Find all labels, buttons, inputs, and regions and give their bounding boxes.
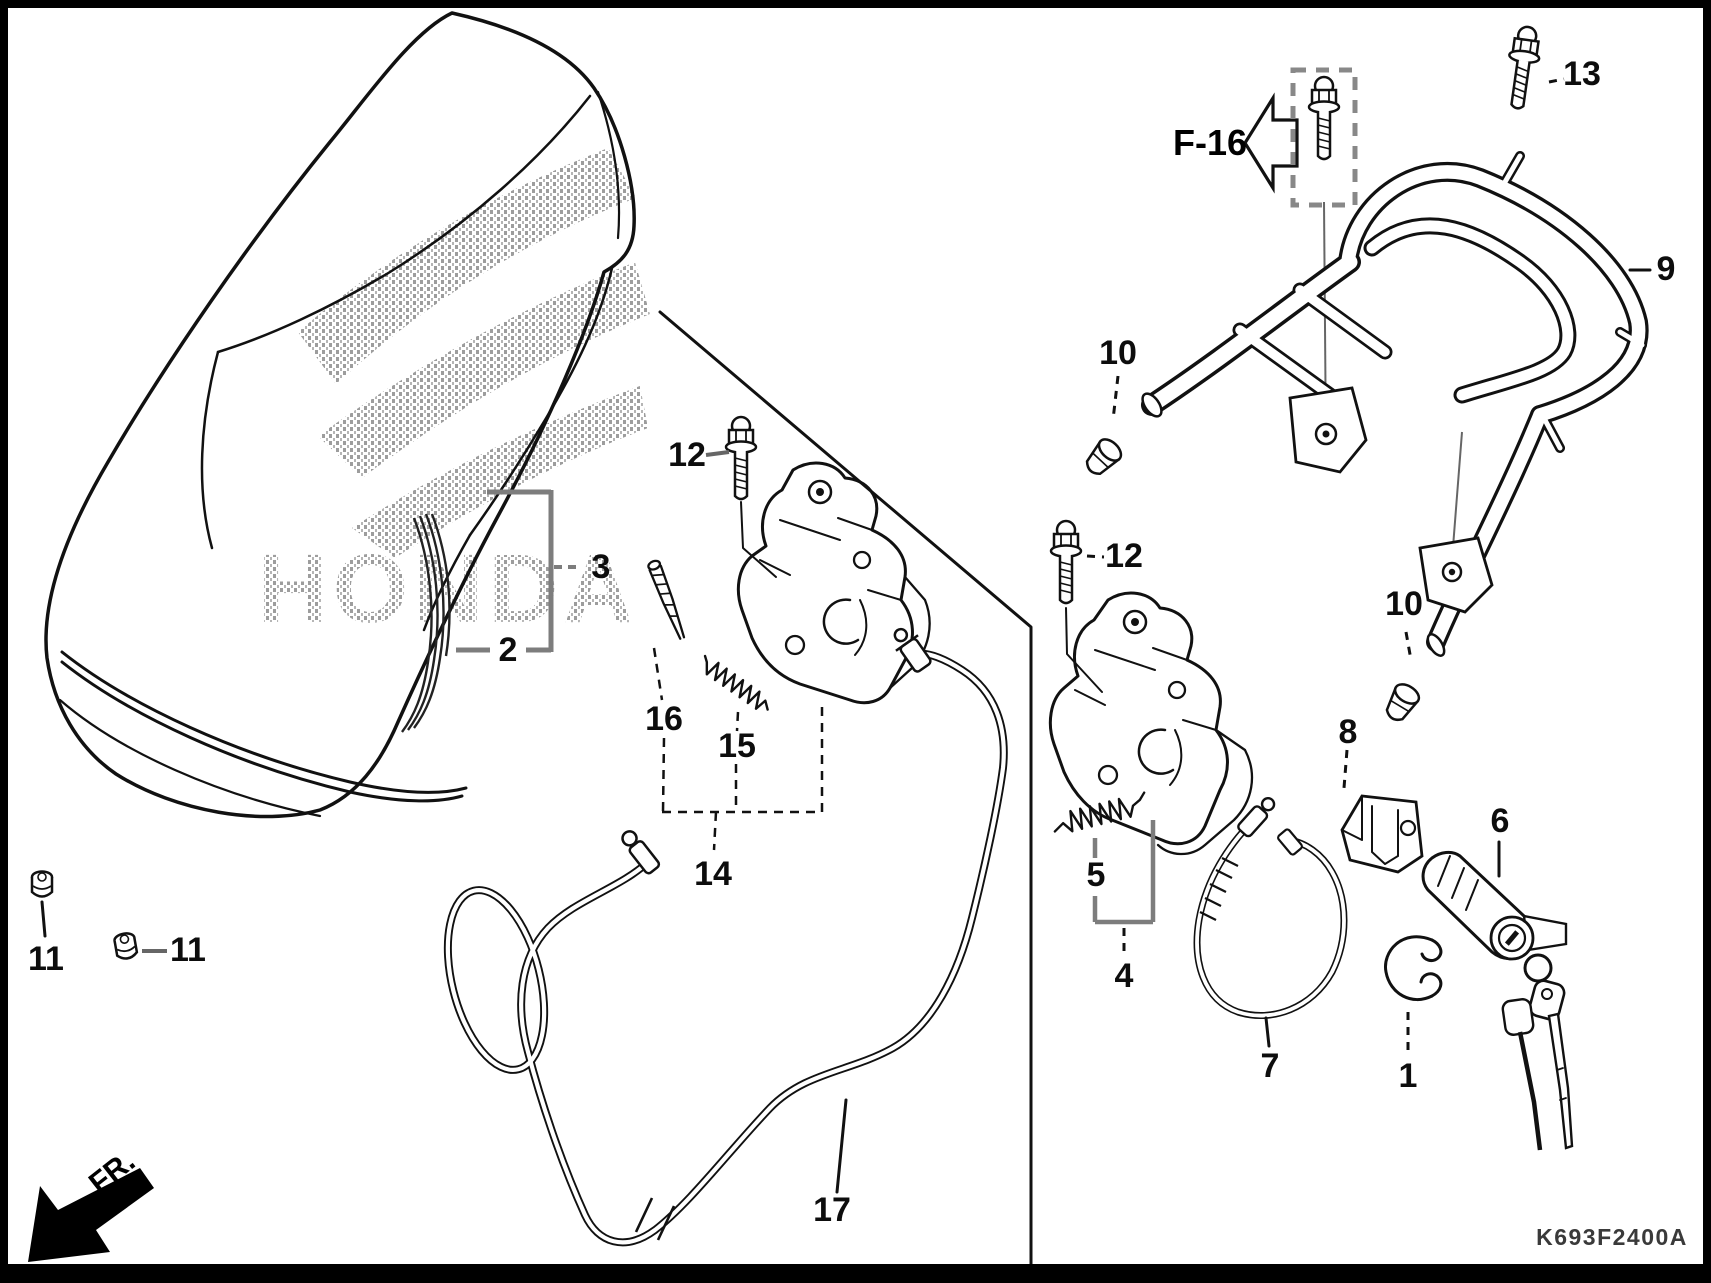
part-label-13: 13 [1563, 55, 1601, 93]
part-label-2: 2 [499, 631, 518, 669]
cable-end-front [621, 830, 661, 875]
pipe-cap-1 [1079, 434, 1127, 481]
pipe-cap-2 [1379, 679, 1424, 727]
key-ring [1523, 953, 1553, 983]
cable-guide-bracket [1340, 794, 1424, 874]
section-ref-label: F-16 [1173, 122, 1247, 163]
seat-lock-cable [443, 627, 1008, 1247]
part-label-12-right: 12 [1105, 537, 1143, 575]
part-label-3: 3 [592, 548, 611, 586]
part-label-10b: 10 [1385, 585, 1423, 623]
bracket-14 [652, 647, 824, 851]
key-2 [1501, 998, 1543, 1151]
f16-arrow-icon [1243, 92, 1299, 194]
seat-trim-molding [58, 513, 468, 818]
page-border-bottom [0, 1264, 1711, 1283]
part-label-6: 6 [1491, 802, 1510, 840]
part-label-8: 8 [1339, 713, 1358, 751]
part-label-14: 14 [694, 855, 732, 893]
part-label-1: 1 [1399, 1057, 1418, 1095]
seat-bumper-2 [112, 930, 139, 962]
cable7-end-a [1237, 796, 1276, 838]
part-label-10a: 10 [1099, 334, 1137, 372]
part-label-9: 9 [1657, 250, 1676, 288]
latch-spring-right [1053, 791, 1146, 833]
part-label-15: 15 [718, 727, 756, 765]
rack-bolt [1500, 23, 1545, 112]
leader-lines [40, 77, 1652, 1194]
bracket-2-3 [456, 489, 581, 653]
part-label-16: 16 [645, 700, 683, 738]
seat-latch-assembly-right [1048, 591, 1254, 856]
lock-clip [1384, 935, 1443, 1002]
rack-mount-plate-upper [1288, 386, 1368, 474]
part-label-17: 17 [813, 1191, 851, 1229]
watermark-text: HONDA [258, 534, 639, 643]
part-label-4: 4 [1115, 957, 1134, 995]
rack-mount-plate-lower [1418, 536, 1494, 614]
latch-bolt-right [1049, 519, 1083, 605]
bracket-4-5 [1092, 820, 1156, 958]
part-label-7: 7 [1261, 1047, 1280, 1085]
part-label-11a: 11 [28, 940, 64, 978]
f16-bolt [1307, 75, 1341, 161]
luggage-rack [1141, 151, 1649, 657]
seat-bumper-1 [30, 870, 54, 898]
part-labels: 2 3 12 16 15 14 17 11 11 10 10 12 13 9 5… [28, 55, 1675, 1229]
cable-end-rear [893, 627, 932, 673]
lock-pin [647, 559, 686, 640]
diagram-part-code: K693F2400A [1536, 1224, 1688, 1250]
seat-lock-cylinder [1421, 850, 1574, 1151]
cable7-end-b [1277, 828, 1303, 856]
section-divider [658, 310, 1033, 1266]
front-direction-marker: FR. [28, 1145, 154, 1262]
cable-break-mark [634, 1197, 676, 1241]
part-label-11b: 11 [170, 931, 206, 969]
seat-latch-assembly-left [736, 461, 931, 705]
latch-spring [703, 654, 769, 711]
part-label-5: 5 [1087, 856, 1106, 894]
f16-dashed-box [1290, 67, 1358, 208]
front-arrow-icon [28, 1168, 154, 1262]
seat-opener-cable [1193, 796, 1348, 1019]
latch-bolt-left [724, 415, 758, 501]
honda-watermark: HONDA [258, 148, 650, 643]
part-label-12-left: 12 [668, 436, 706, 474]
key-1 [1528, 979, 1574, 1150]
seat [44, 11, 636, 819]
